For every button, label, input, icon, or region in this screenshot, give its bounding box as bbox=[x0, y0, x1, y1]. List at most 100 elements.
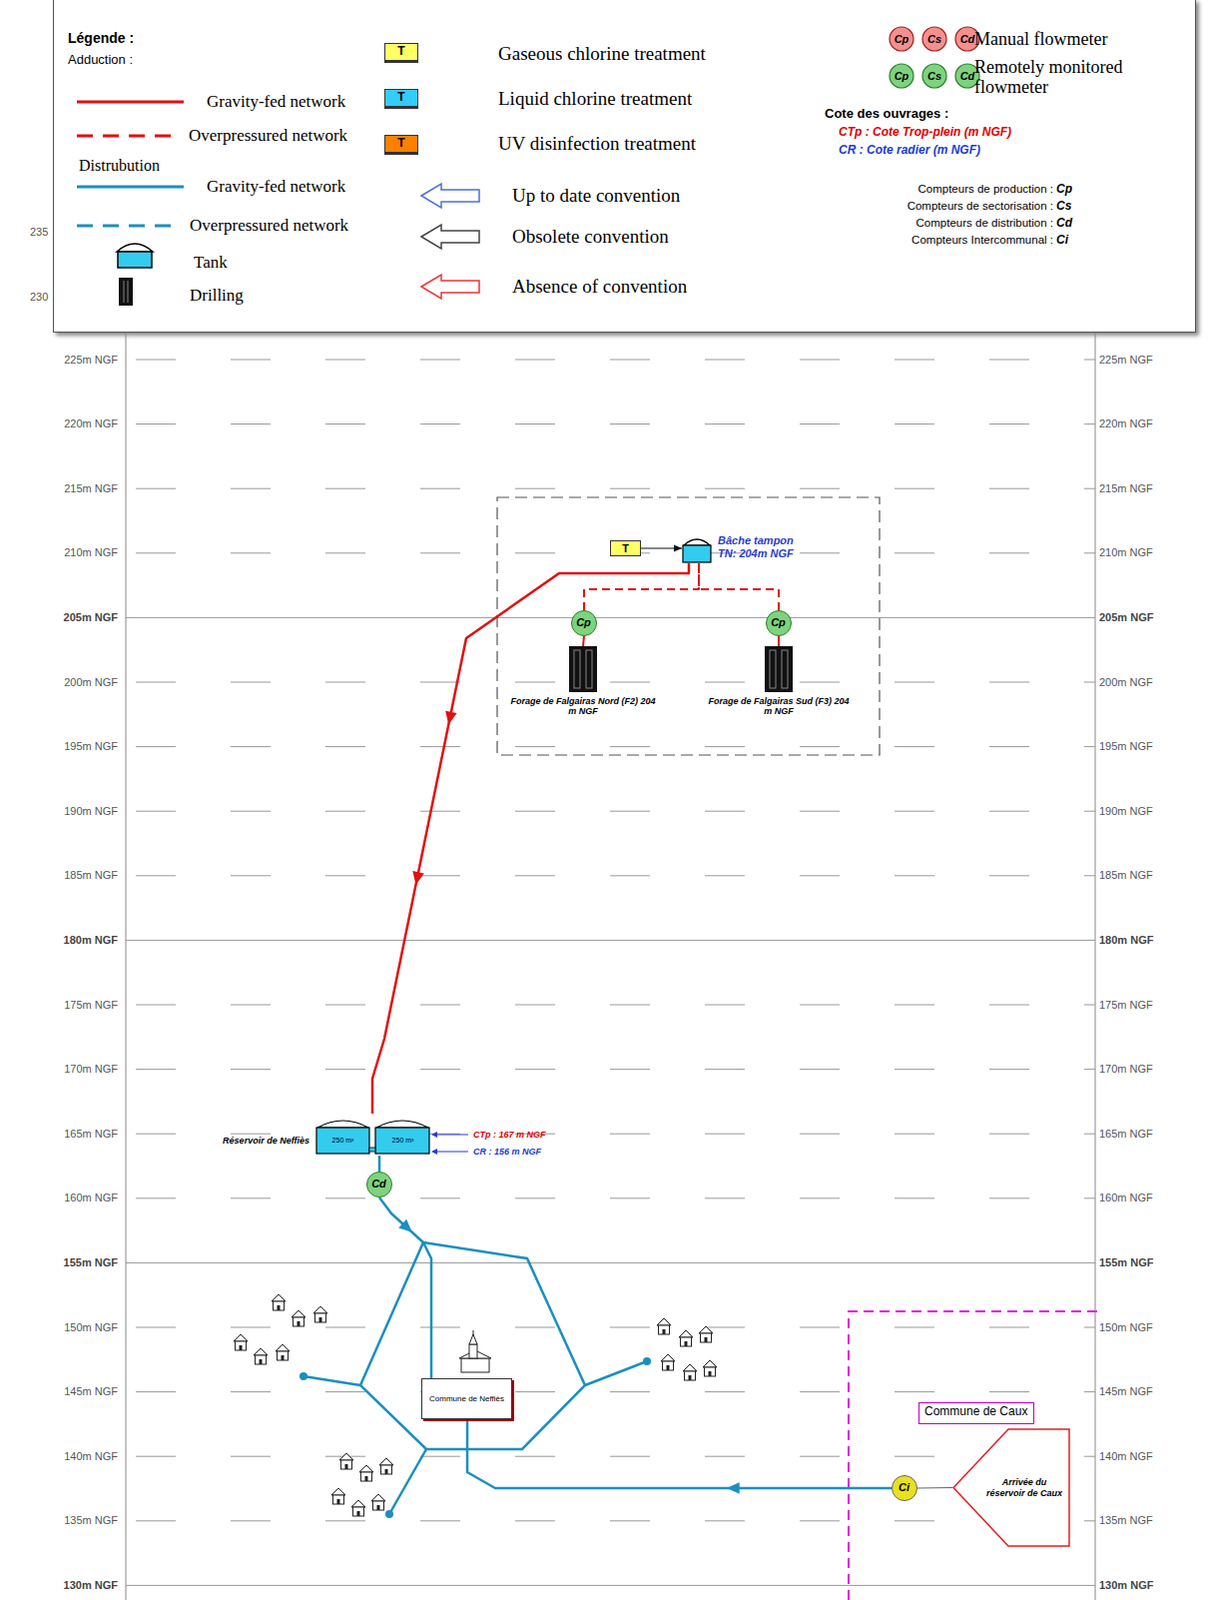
axis-label: 190m NGF bbox=[1099, 804, 1154, 818]
blue-dash-sample bbox=[76, 224, 180, 228]
legend-text: Remotely monitored flowmeter bbox=[974, 57, 1155, 98]
legend-text: Liquid chlorine treatment bbox=[498, 87, 692, 110]
axis-label: 135m NGF bbox=[1099, 1513, 1154, 1527]
axis-label: 235 bbox=[29, 225, 48, 239]
pipe-connector bbox=[917, 1486, 953, 1489]
meter-key: Compteurs de production : bbox=[917, 182, 1054, 196]
commune-name: Commune de Neffiès bbox=[427, 1393, 508, 1403]
axis-label: 160m NGF bbox=[1099, 1191, 1154, 1205]
level-note: CR : 156 m NGF bbox=[473, 1146, 542, 1157]
flowmeter-circle: Cp bbox=[571, 609, 598, 636]
treatment-letter: T bbox=[621, 542, 629, 556]
legend-text: Overpressured network bbox=[189, 215, 349, 236]
flowmeter-code: Cp bbox=[894, 69, 910, 83]
legend-text: UV disinfection treatment bbox=[498, 132, 696, 155]
axis-label: 220m NGF bbox=[1099, 417, 1154, 431]
level-pointers bbox=[431, 1131, 469, 1155]
reservoir-name: Réservoir de Neffiès bbox=[222, 1135, 310, 1146]
axis-label: 150m NGF bbox=[63, 1320, 118, 1334]
legend-text: Absence of convention bbox=[512, 275, 687, 298]
axis-label: 160m NGF bbox=[63, 1191, 118, 1205]
buffer-tank: Bâche tampon TN: 204m NGF bbox=[681, 533, 808, 564]
axis-label: 205m NGF bbox=[1099, 610, 1154, 624]
red-dash-sample bbox=[76, 134, 180, 138]
meter-code: Cs bbox=[1056, 199, 1072, 214]
level-key: CR : Cote radier (m NGF) bbox=[838, 143, 981, 158]
tank-name: Bâche tampon TN: 204m NGF bbox=[717, 534, 806, 560]
tank-symbol bbox=[116, 243, 153, 268]
axis-label: 175m NGF bbox=[1099, 998, 1154, 1012]
axis-label: 145m NGF bbox=[63, 1384, 118, 1398]
legend-text: Overpressured network bbox=[188, 125, 348, 146]
level-key: CTp : Cote Trop-plein (m NGF) bbox=[838, 125, 1012, 140]
axis-label: 140m NGF bbox=[1099, 1449, 1154, 1463]
flowmeter-code: Cd bbox=[960, 69, 976, 83]
flowmeter-code: Cp bbox=[770, 615, 786, 629]
axis-label: 220m NGF bbox=[63, 417, 118, 431]
treatment-box: T bbox=[609, 540, 641, 557]
pipe-connector bbox=[467, 1418, 892, 1494]
axis-label: 210m NGF bbox=[1099, 546, 1154, 560]
drilling-name: Forage de Falgairas Sud (F3) 204 m NGF bbox=[705, 695, 852, 717]
supply-name: Arrivée du réservoir de Caux bbox=[984, 1476, 1065, 1498]
axis-label: 215m NGF bbox=[63, 482, 118, 496]
axis-label: 200m NGF bbox=[63, 675, 118, 689]
drilling-name: Forage de Falgairas Nord (F2) 204 m NGF bbox=[510, 695, 656, 717]
tank-volume: 250 m³ bbox=[392, 1136, 415, 1145]
axis-label: 190m NGF bbox=[63, 804, 118, 818]
axis-label: 140m NGF bbox=[63, 1449, 118, 1463]
meter-key: Compteurs de distribution : bbox=[916, 216, 1054, 230]
axis-label: 200m NGF bbox=[1099, 675, 1154, 689]
pipe-connector bbox=[778, 635, 780, 646]
legend-text: Drilling bbox=[189, 285, 244, 306]
axis-label: 225m NGF bbox=[63, 353, 118, 367]
axis-label: 170m NGF bbox=[1099, 1062, 1154, 1076]
axis-label: 155m NGF bbox=[63, 1255, 118, 1269]
flowmeter-circle: Ci bbox=[891, 1474, 918, 1501]
node-shape bbox=[764, 645, 793, 692]
drilling-node: Forage de Falgairas Sud (F3) 204 m NGF bbox=[703, 645, 854, 717]
meter-code: Ci bbox=[1056, 233, 1069, 248]
treatment-letter: T bbox=[397, 136, 405, 151]
network-ends bbox=[299, 1356, 651, 1518]
node-shape bbox=[681, 533, 712, 564]
axis-label: 155m NGF bbox=[1099, 1255, 1154, 1269]
meter-code: Cp bbox=[1056, 182, 1073, 197]
axis-label: 215m NGF bbox=[1099, 482, 1154, 496]
pipe-connector bbox=[372, 563, 689, 1114]
axis-label: 230 bbox=[29, 290, 48, 304]
pipe-connector bbox=[584, 563, 699, 610]
axis-label: 170m NGF bbox=[63, 1062, 118, 1076]
supply-arrow: Arrivée du réservoir de Caux bbox=[952, 1427, 1071, 1547]
drilling-symbol bbox=[118, 277, 133, 306]
legend-text: Obsolete convention bbox=[512, 225, 669, 248]
axis-label: 210m NGF bbox=[63, 546, 118, 560]
axis-label: 180m NGF bbox=[1099, 933, 1154, 947]
axis-label: 145m NGF bbox=[1099, 1384, 1154, 1398]
commune-box: Commune de Neffiès bbox=[421, 1377, 513, 1419]
flowmeter-code: Cs bbox=[927, 69, 942, 83]
legend-text: Gravity-fed network bbox=[206, 176, 346, 197]
flowmeter-circle: Cp bbox=[765, 609, 792, 636]
meter-key: Compteurs de sectorisation : bbox=[907, 199, 1054, 213]
commune-name: Commune de Caux bbox=[924, 1404, 1028, 1419]
treatment-letter: T bbox=[397, 44, 405, 59]
axis-label: 150m NGF bbox=[1099, 1320, 1154, 1334]
section-label: Cote des ouvrages : bbox=[824, 106, 949, 122]
church-icon bbox=[459, 1329, 492, 1372]
axis-label: 225m NGF bbox=[1099, 353, 1154, 367]
axis-label: 185m NGF bbox=[63, 868, 118, 882]
axis-label: 135m NGF bbox=[63, 1513, 118, 1527]
section-label: Distrubution bbox=[78, 156, 160, 175]
pipe-connector bbox=[583, 635, 585, 646]
legend-text: Up to date convention bbox=[512, 184, 680, 207]
meter-code: Cd bbox=[1056, 216, 1073, 231]
level-note: CTp : 167 m NGF bbox=[473, 1129, 547, 1140]
flowmeter-code: Cp bbox=[576, 615, 592, 629]
red-line-sample bbox=[76, 100, 184, 104]
convention-arrow bbox=[421, 224, 480, 249]
flowmeter-code: Cd bbox=[371, 1177, 387, 1191]
axis-label: 180m NGF bbox=[63, 933, 118, 947]
legend-text: Gaseous chlorine treatment bbox=[498, 42, 706, 65]
treatment-letter: T bbox=[397, 90, 405, 105]
